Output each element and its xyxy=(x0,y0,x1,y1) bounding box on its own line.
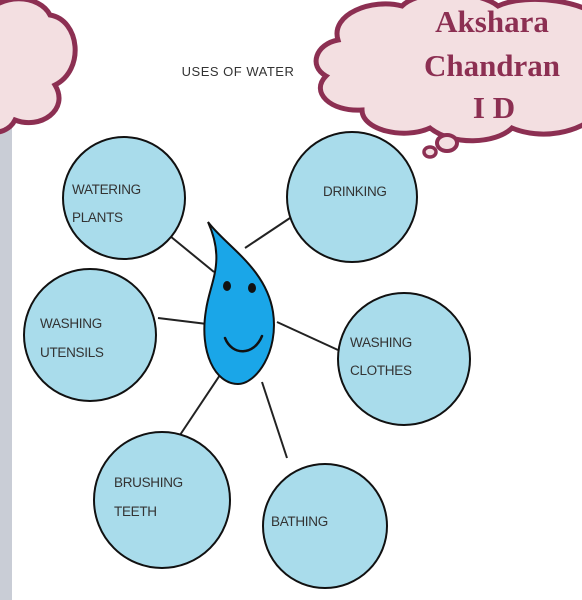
author-thought-cloud: Akshara Chandran I D xyxy=(313,0,582,159)
node-label-line-1: BRUSHING xyxy=(114,475,183,490)
node-drinking: DRINKING xyxy=(286,131,418,263)
drop-left-eye xyxy=(223,281,231,291)
connector-brushing-teeth xyxy=(177,374,221,439)
connector-watering-plants xyxy=(169,235,215,273)
author-name-line-1: Akshara xyxy=(435,4,549,39)
cloud-tail-bubble-small xyxy=(422,145,438,159)
node-watering-plants: WATERING PLANTS xyxy=(62,136,186,260)
node-washing-utensils: WASHING UTENSILS xyxy=(23,268,157,402)
water-drop-smiley-icon xyxy=(203,221,275,386)
cloud-body xyxy=(313,0,582,144)
node-circle xyxy=(62,136,186,260)
connector-bathing xyxy=(261,381,288,459)
node-label-line-1: WATERING xyxy=(72,182,141,197)
node-circle xyxy=(262,463,388,589)
node-label-line-1: WASHING xyxy=(40,316,102,331)
author-name-line-3: I D xyxy=(473,90,515,125)
connector-washing-clothes xyxy=(276,321,339,351)
node-label-line-2: TEETH xyxy=(114,504,157,519)
connectors xyxy=(157,217,339,459)
node-bathing: BATHING xyxy=(262,463,388,589)
node-circle xyxy=(93,431,231,569)
node-label-line-1: WASHING xyxy=(350,335,412,350)
left-edge-strip xyxy=(0,0,12,600)
node-label-line-2: PLANTS xyxy=(72,210,123,225)
node-label-line-1: DRINKING xyxy=(323,184,387,199)
diagram-title: USES OF WATER xyxy=(182,64,295,79)
node-washing-clothes: WASHING CLOTHES xyxy=(337,292,471,426)
connector-washing-utensils xyxy=(157,317,208,325)
drop-smile xyxy=(223,334,264,353)
node-label-line-1: BATHING xyxy=(271,514,328,529)
node-label-line-2: UTENSILS xyxy=(40,345,104,360)
author-name-line-2: Chandran xyxy=(424,48,560,83)
node-brushing-teeth: BRUSHING TEETH xyxy=(93,431,231,569)
left-thought-cloud xyxy=(0,0,78,135)
node-circle xyxy=(23,268,157,402)
node-label-line-2: CLOTHES xyxy=(350,363,412,378)
node-circle xyxy=(337,292,471,426)
drop-right-eye xyxy=(248,283,256,293)
node-circle xyxy=(286,131,418,263)
connector-drinking xyxy=(244,217,291,249)
cloud-tail-bubble-large xyxy=(435,133,459,153)
